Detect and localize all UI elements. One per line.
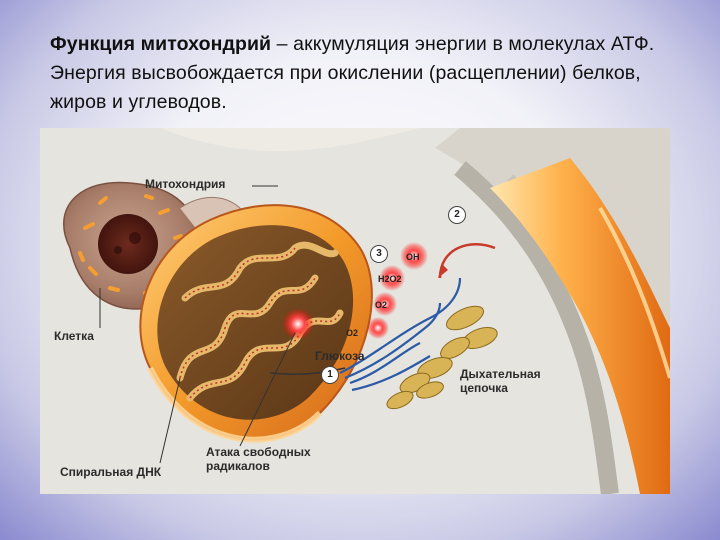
label-spiral-dna: Спиральная ДНК <box>60 465 162 479</box>
title-bold: Функция митохондрий <box>50 33 272 55</box>
label-free-radical-attack-1: Атака свободных <box>206 445 311 459</box>
label-glucose: Глюкоза <box>315 349 365 363</box>
marker-1: 1 <box>321 366 339 384</box>
chem-h2o2: H2O2 <box>378 274 402 284</box>
slide-title: Функция митохондрий – аккумуляция энерги… <box>50 30 690 117</box>
label-free-radical-attack-2: радикалов <box>206 459 270 473</box>
marker-2: 2 <box>448 206 466 224</box>
label-respiratory-chain-2: цепочка <box>460 381 508 395</box>
marker-3: 3 <box>370 245 388 263</box>
label-respiratory-chain-1: Дыхательная <box>460 367 541 381</box>
chem-oh: OH <box>406 252 420 262</box>
label-mitochondria: Митохондрия <box>145 177 226 191</box>
label-cell: Клетка <box>54 329 94 343</box>
illustration-graphic <box>40 128 670 494</box>
mitochondria-illustration: Митохондрия Клетка Глюкоза Дыхательная ц… <box>40 128 670 494</box>
chem-o2-minus: O2 <box>375 300 388 310</box>
title-rest: – аккумуляция энергии в молекулах АТФ. Э… <box>50 33 655 113</box>
chem-o2: O2 <box>346 328 359 338</box>
